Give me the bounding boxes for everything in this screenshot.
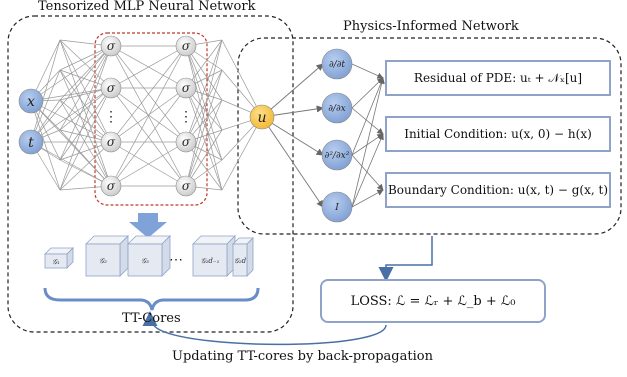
loss-box: LOSS: ℒ = ℒᵣ + ℒ_b + ℒ₀: [320, 279, 546, 323]
backprop-caption: Updating TT-cores by back-propagation: [172, 349, 433, 364]
d2-dx2-node: ∂²/∂x²: [321, 139, 353, 171]
svg-text:∂²/∂x²: ∂²/∂x²: [325, 151, 350, 161]
network-nodes: x t σ σ σ σ σ σ σ σ u ⋮ ⋮ ∂/∂t ∂/∂x ∂²/∂x² I: [18, 35, 353, 223]
svg-text:t: t: [28, 135, 34, 151]
svg-text:𝒢₂d₋₁: 𝒢₂d₋₁: [201, 257, 220, 265]
tt-core-cube: 𝒢₃: [127, 235, 171, 277]
tt-core-cube: 𝒢₂d₋₁: [192, 235, 236, 277]
hidden-node-sigma: σ: [175, 131, 197, 153]
d-dx-node: ∂/∂x: [321, 92, 353, 124]
hidden-node-sigma: σ: [175, 77, 197, 99]
svg-text:σ: σ: [107, 135, 116, 149]
hidden-ellipsis: ⋮: [104, 109, 118, 125]
svg-text:σ: σ: [107, 179, 116, 193]
mlp-title: Tensorized MLP Neural Network: [38, 0, 256, 14]
physics-panel: [237, 37, 622, 235]
physics-to-loss-arrow: [378, 236, 433, 282]
svg-text:𝒢₂: 𝒢₂: [99, 257, 107, 265]
backprop-arrow: [142, 311, 387, 346]
svg-text:𝒢₂d: 𝒢₂d: [234, 257, 247, 265]
tt-core-ellipsis: ⋯: [169, 252, 183, 268]
svg-text:I: I: [334, 203, 339, 213]
hidden-node-sigma: σ: [100, 77, 122, 99]
svg-text:∂/∂x: ∂/∂x: [328, 104, 345, 114]
input-node-x: x: [18, 88, 44, 114]
hidden-node-sigma: σ: [100, 175, 122, 197]
svg-text:∂/∂t: ∂/∂t: [329, 60, 345, 70]
svg-text:x: x: [27, 94, 35, 110]
output-node-u: u: [249, 104, 275, 130]
svg-text:⋯: ⋯: [169, 252, 183, 268]
hidden-node-sigma: σ: [175, 35, 197, 57]
boundary-condition-box: Boundary Condition: u(x, t) − g(x, t): [385, 172, 611, 208]
initial-condition-box: Initial Condition: u(x, 0) − h(x): [385, 116, 611, 152]
svg-text:u: u: [257, 110, 266, 126]
identity-node: I: [321, 191, 353, 223]
tt-core-cube: 𝒢₁: [44, 247, 74, 269]
hidden-node-sigma: σ: [100, 35, 122, 57]
svg-text:𝒢₃: 𝒢₃: [141, 257, 149, 265]
tt-cores-brace: [43, 287, 260, 311]
hidden-node-sigma: σ: [100, 131, 122, 153]
physics-title: Physics-Informed Network: [343, 19, 519, 34]
svg-text:σ: σ: [182, 39, 191, 53]
hidden-node-sigma: σ: [175, 175, 197, 197]
input-node-t: t: [18, 129, 44, 155]
svg-text:σ: σ: [182, 179, 191, 193]
tt-cores-caption: TT-Cores: [122, 311, 181, 326]
mlp-panel: [7, 15, 294, 333]
tt-core-cube: 𝒢₂: [85, 235, 129, 277]
operator-arrows: [351, 63, 385, 208]
down-arrow: [129, 213, 167, 238]
hidden-ellipsis: ⋮: [179, 109, 193, 125]
d-dt-node: ∂/∂t: [321, 48, 353, 80]
svg-text:σ: σ: [107, 81, 116, 95]
svg-text:σ: σ: [182, 81, 191, 95]
svg-text:σ: σ: [107, 39, 116, 53]
svg-text:σ: σ: [182, 135, 191, 149]
tt-core-cube: 𝒢₂d: [232, 237, 254, 277]
residual-box: Residual of PDE: uₜ + 𝒩ₓ[u]: [385, 60, 611, 96]
svg-text:𝒢₁: 𝒢₁: [52, 258, 60, 266]
tt-cores-row: 𝒢₁ 𝒢₂ 𝒢₃ ⋯ 𝒢₂d₋₁ 𝒢₂d: [44, 235, 254, 277]
